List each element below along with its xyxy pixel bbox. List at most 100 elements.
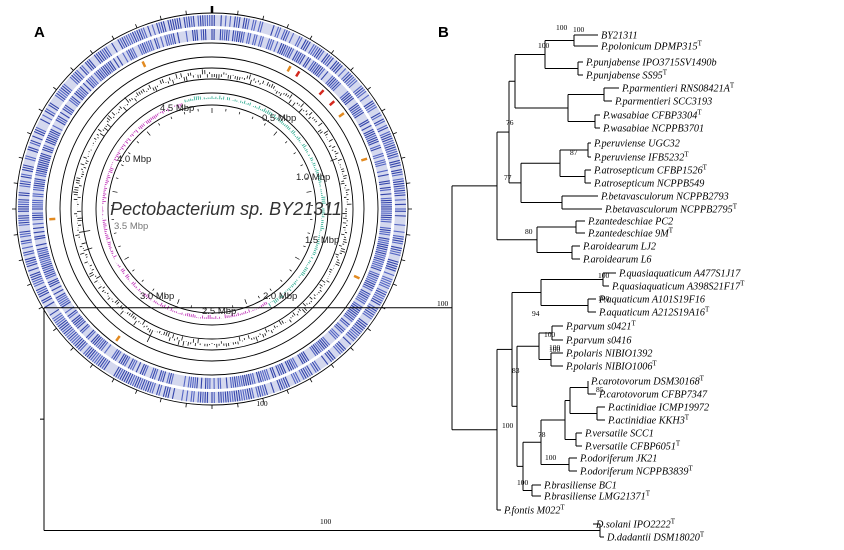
cds-feature	[374, 159, 386, 164]
gc-skew-bar	[133, 285, 136, 288]
gc-content-bar	[168, 337, 171, 342]
cds-feature	[304, 366, 311, 377]
cds-feature	[90, 75, 99, 85]
cds-feature	[200, 377, 203, 389]
cds-feature	[33, 186, 45, 190]
cds-feature	[235, 16, 239, 28]
cds-feature	[90, 333, 99, 343]
cds-feature	[77, 341, 87, 350]
cds-feature	[363, 283, 374, 290]
cds-feature	[61, 85, 72, 94]
cds-feature	[373, 154, 385, 160]
gc-content-bar	[89, 274, 95, 278]
cds-feature	[372, 152, 384, 158]
cds-feature	[191, 376, 195, 388]
cds-feature	[57, 295, 68, 303]
taxon-label: D.solani IPO2222T	[595, 518, 676, 531]
scale-tick	[257, 295, 260, 299]
mbp-label-3-5: 3.5 Mbp	[114, 221, 148, 232]
cds-feature	[371, 114, 382, 121]
cds-feature	[365, 132, 376, 139]
cds-feature	[49, 308, 60, 316]
cds-feature	[63, 83, 73, 92]
gc-content-bar	[300, 103, 305, 108]
cds-feature	[355, 321, 366, 330]
cds-feature	[99, 358, 107, 368]
cds-feature	[239, 375, 243, 387]
ruler-tick	[70, 67, 74, 71]
cds-feature	[79, 342, 88, 352]
taxon-name: P.atrosepticum NCPPB549	[593, 179, 704, 190]
gc-content-bar	[283, 92, 285, 95]
cds-feature	[39, 118, 51, 125]
gc-content-bar	[159, 80, 162, 84]
cds-feature	[310, 63, 319, 73]
cds-feature	[69, 97, 80, 106]
rna-feature	[115, 335, 121, 342]
cds-feature	[332, 82, 342, 92]
cds-feature	[374, 254, 386, 259]
gc-content-bar	[340, 182, 345, 185]
cds-feature	[257, 21, 262, 32]
type-strain-mark: T	[652, 360, 657, 368]
gc-skew-bar	[269, 112, 273, 116]
cds-feature	[71, 334, 80, 344]
cds-feature	[48, 279, 59, 286]
gc-content-bar	[91, 268, 95, 271]
cds-feature	[351, 302, 362, 310]
gc-content-bar	[76, 182, 80, 184]
gc-content-bar	[177, 339, 180, 345]
bootstrap-value: 78	[538, 430, 546, 439]
gc-skew-bar	[306, 151, 309, 153]
cds-feature	[322, 336, 331, 346]
cds-feature	[27, 148, 39, 153]
bootstrap-value: 100	[502, 421, 514, 430]
cds-feature	[359, 290, 370, 297]
cds-feature	[86, 60, 95, 70]
cds-feature	[191, 30, 195, 42]
taxon-name: P.aroidearum L6	[582, 255, 652, 266]
cds-feature	[235, 390, 239, 402]
ruler-tick	[13, 182, 18, 184]
gc-content-bar	[331, 149, 334, 151]
cds-feature	[284, 376, 290, 388]
rna-feature-marks	[49, 60, 368, 342]
cds-feature	[320, 71, 329, 81]
gc-skew-bar	[268, 111, 271, 115]
gc-skew-bar	[127, 137, 131, 142]
cds-feature	[345, 76, 355, 85]
gc-content-bar	[112, 116, 115, 119]
cds-feature	[344, 97, 355, 106]
cds-feature	[342, 73, 352, 82]
cds-feature	[233, 16, 236, 28]
cds-feature	[43, 144, 55, 150]
cds-feature	[125, 50, 133, 61]
gc-skew-bar	[125, 273, 129, 278]
mbp-label-0-5: 0.5 Mbp	[262, 113, 296, 124]
gc-skew-bar	[121, 269, 126, 273]
bootstrap-value: 100	[545, 453, 557, 462]
cds-feature	[33, 184, 45, 188]
cds-feature	[147, 381, 152, 393]
gc-skew-bar	[140, 124, 144, 128]
panel-label-a: A	[34, 24, 45, 41]
gc-content-bar	[253, 337, 255, 340]
gc-skew-bar	[265, 301, 268, 305]
gc-content-bar	[296, 102, 299, 105]
cds-feature	[136, 377, 142, 388]
taxon-label: P.aroidearum L6	[582, 255, 652, 266]
cds-feature	[30, 139, 42, 145]
cds-feature	[97, 69, 106, 79]
gc-skew-bar	[122, 143, 126, 147]
scale-tick	[183, 111, 186, 115]
gc-content-bar	[248, 74, 251, 80]
taxon-label: P.quasiaquaticum A477S1J17	[618, 269, 741, 280]
cds-feature	[55, 292, 66, 299]
cds-feature	[263, 369, 269, 381]
gc-skew-bar	[271, 115, 273, 117]
bootstrap-value: 100	[544, 330, 556, 339]
cds-feature	[165, 386, 169, 398]
gc-skew-bar	[151, 116, 155, 120]
gc-content-bar	[180, 73, 183, 78]
